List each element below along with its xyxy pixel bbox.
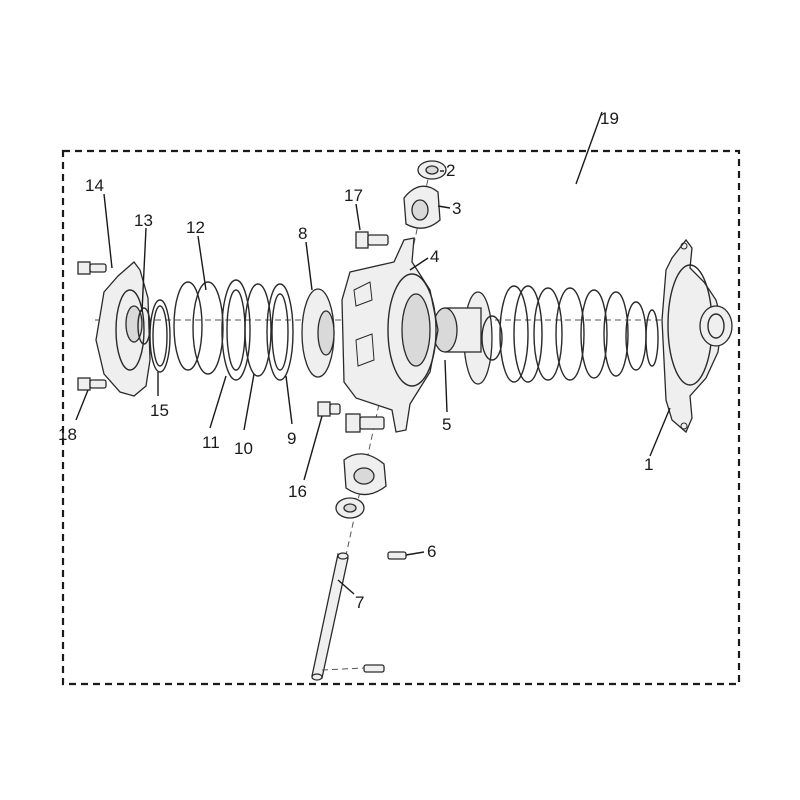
part-2-washer	[417, 160, 447, 180]
assembly-boundary	[61, 149, 741, 686]
callout-4: 4	[430, 247, 439, 266]
part-18-bolt-upper	[77, 261, 107, 275]
callout-10: 10	[234, 439, 253, 458]
part-6-pin	[387, 551, 407, 560]
part-15-ring	[149, 299, 171, 373]
callout-2: 2	[446, 161, 455, 180]
part-7-shaft	[311, 552, 349, 681]
part-17-bolt	[355, 231, 389, 249]
callout-1: 1	[644, 455, 653, 474]
callout-9: 9	[287, 429, 296, 448]
left-disc-stack	[173, 279, 294, 381]
part-4-carrier	[341, 237, 439, 433]
part-13-seal	[137, 307, 151, 345]
callout-15: 15	[150, 401, 169, 420]
callout-11: 11	[202, 433, 220, 452]
callout-7: 7	[355, 593, 364, 612]
part-6-pin-lower	[321, 664, 385, 673]
callout-14: 14	[85, 176, 104, 195]
part-5-hub	[432, 291, 503, 385]
lower-gear	[343, 453, 387, 496]
callout-13: 13	[134, 211, 153, 230]
callout-17: 17	[344, 186, 363, 205]
lower-washer	[335, 497, 365, 519]
part-3-gear	[403, 185, 441, 229]
callout-5: 5	[442, 415, 451, 434]
callout-19: 19	[600, 109, 619, 128]
part-1-housing	[661, 238, 733, 434]
callout-6: 6	[427, 542, 436, 561]
callout-3: 3	[452, 199, 461, 218]
part-18-bolt-lower	[77, 377, 107, 391]
vertical-axis	[344, 169, 431, 561]
callout-18: 18	[58, 425, 77, 444]
callout-8: 8	[298, 224, 307, 243]
part-14-cover	[95, 261, 151, 397]
right-disc-stack	[499, 285, 659, 383]
part-8-ring	[301, 288, 335, 378]
leader-lines	[75, 111, 671, 595]
callout-16: 16	[288, 482, 307, 501]
part-16-bolt	[317, 401, 341, 417]
lower-bolt	[345, 413, 385, 433]
callout-12: 12	[186, 218, 205, 237]
